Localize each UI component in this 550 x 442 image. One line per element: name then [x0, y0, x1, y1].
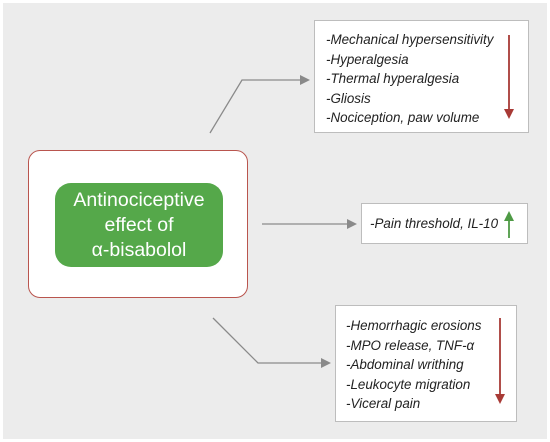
central-concept-line-1: Antinociceptive: [73, 188, 205, 211]
effect-box-bottom: -Hemorrhagic erosions -MPO release, TNF-…: [335, 305, 517, 422]
effect-item: -Thermal hyperalgesia: [326, 71, 460, 87]
effect-item: -Hyperalgesia: [326, 51, 409, 67]
effect-item: -Pain threshold, IL-10: [370, 216, 499, 231]
effect-item: -Abdominal writhing: [346, 357, 464, 373]
down-arrow-icon: [495, 318, 505, 404]
effect-item: -Mechanical hypersensitivity: [326, 32, 494, 47]
central-concept: Antinociceptive effect of α-bisabolol: [55, 183, 223, 267]
central-concept-line-3: α-bisabolol: [91, 238, 187, 261]
effect-item: -MPO release, TNF-α: [346, 337, 475, 353]
effect-item: -Hemorrhagic erosions: [346, 318, 482, 333]
arrow-to-bottom-box: [212, 317, 331, 368]
effect-item: -Gliosis: [326, 90, 371, 106]
effect-box-middle: -Pain threshold, IL-10: [361, 203, 528, 244]
effect-item: -Viceral pain: [346, 396, 421, 412]
up-arrow-icon: [504, 211, 514, 238]
effect-item: -Nociception, paw volume: [326, 110, 480, 126]
effect-box-top: -Mechanical hypersensitivity -Hyperalges…: [314, 20, 529, 133]
effect-item: -Leukocyte migration: [346, 376, 471, 392]
arrow-to-top-box: [209, 75, 310, 134]
down-arrow-icon: [504, 35, 514, 119]
central-concept-line-2: effect of: [104, 213, 174, 236]
